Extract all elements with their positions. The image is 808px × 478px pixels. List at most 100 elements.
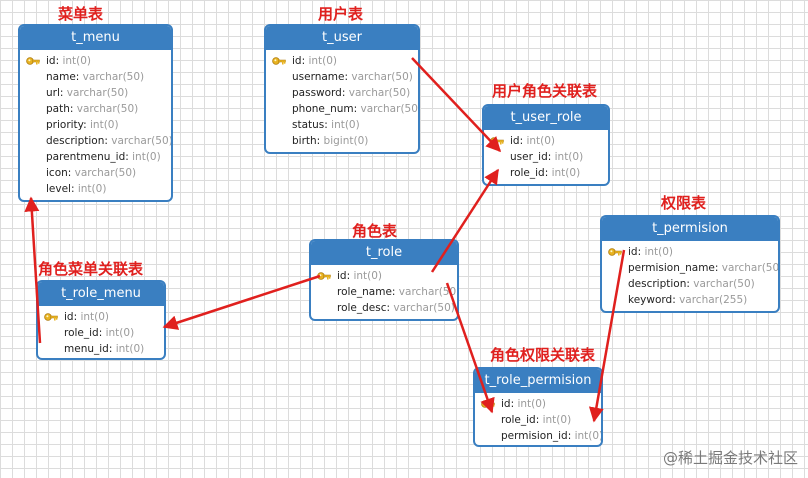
watermark: @稀土掘金技术社区 — [662, 449, 798, 467]
table-field: description: varchar(50) — [20, 133, 171, 149]
field-name: path: — [46, 103, 74, 115]
table-field: url: varchar(50) — [20, 85, 171, 101]
table-field: id: int(0) — [20, 53, 171, 69]
table-field: permision_name: varchar(50) — [602, 260, 778, 276]
field-type: varchar(50) — [63, 87, 129, 99]
field-list: id: int(0)username: varchar(50)password:… — [266, 50, 420, 152]
label-menu: 菜单表 — [58, 5, 104, 23]
field-type: varchar(50) — [71, 167, 137, 179]
label-role-menu: 角色菜单关联表 — [38, 260, 144, 278]
field-name: description: — [46, 135, 108, 147]
table-field: keyword: varchar(255) — [602, 292, 778, 308]
primary-key-icon — [481, 398, 495, 410]
table-title: t_role — [311, 241, 457, 265]
primary-key-icon — [490, 135, 504, 147]
field-name: id: — [64, 311, 78, 323]
field-type: int(0) — [350, 270, 383, 282]
field-name: icon: — [46, 167, 72, 179]
field-type: varchar(50) — [689, 278, 755, 290]
field-name: name: — [46, 71, 80, 83]
field-type: int(0) — [327, 119, 360, 131]
field-type: int(0) — [77, 311, 110, 323]
label-permision: 权限表 — [661, 194, 707, 212]
field-list: id: int(0)permision_name: varchar(50)des… — [602, 241, 778, 311]
field-type: varchar(50) — [390, 302, 455, 314]
field-name: keyword: — [628, 294, 676, 306]
primary-key-icon — [317, 270, 331, 282]
field-type: varchar(255) — [675, 294, 748, 306]
table-field: name: varchar(50) — [20, 69, 171, 85]
table-field: id: int(0) — [311, 268, 457, 284]
table-field: id: int(0) — [38, 309, 164, 325]
field-name: phone_num: — [292, 103, 358, 115]
table-title: t_role_menu — [38, 282, 164, 306]
label-user: 用户表 — [318, 5, 364, 23]
label-role: 角色表 — [352, 222, 398, 240]
table-t-role-permision: t_role_permision id: int(0)role_id: int(… — [473, 367, 603, 447]
primary-key-icon — [44, 311, 58, 323]
field-type: varchar(50) — [107, 135, 173, 147]
table-field: path: varchar(50) — [20, 101, 171, 117]
table-field: user_id: int(0) — [484, 149, 608, 165]
field-type: int(0) — [641, 246, 674, 258]
field-type: varchar(50) — [395, 286, 459, 298]
table-field: menu_id: int(0) — [38, 341, 164, 357]
table-field: role_desc: varchar(50) — [311, 300, 457, 316]
field-name: role_name: — [337, 286, 396, 298]
arrow-role-to-role-menu — [162, 274, 321, 330]
field-type: int(0) — [102, 327, 135, 339]
field-name: id: — [510, 135, 524, 147]
table-field: status: int(0) — [266, 117, 418, 133]
table-field: role_name: varchar(50) — [311, 284, 457, 300]
table-t-role: t_role id: int(0)role_name: varchar(50)r… — [309, 239, 459, 321]
field-list: id: int(0)role_name: varchar(50)role_des… — [311, 265, 457, 319]
field-name: id: — [46, 55, 60, 67]
table-field: role_id: int(0) — [484, 165, 608, 181]
field-name: priority: — [46, 119, 87, 131]
table-field: id: int(0) — [475, 396, 601, 412]
field-name: role_id: — [510, 167, 549, 179]
table-field: role_id: int(0) — [475, 412, 601, 428]
field-type: varchar(50) — [357, 103, 420, 115]
field-name: menu_id: — [64, 343, 113, 355]
table-field: parentmenu_id: int(0) — [20, 149, 171, 165]
field-name: id: — [501, 398, 515, 410]
field-name: url: — [46, 87, 64, 99]
field-type: int(0) — [128, 151, 161, 163]
field-type: varchar(50) — [345, 87, 411, 99]
field-name: role_desc: — [337, 302, 391, 314]
primary-key-icon — [608, 246, 622, 258]
label-role-permision: 角色权限关联表 — [490, 346, 596, 364]
table-t-user: t_user id: int(0)username: varchar(50)pa… — [264, 24, 420, 154]
field-name: birth: — [292, 135, 321, 147]
field-type: varchar(50) — [73, 103, 139, 115]
field-name: permision_name: — [628, 262, 719, 274]
field-type: int(0) — [571, 430, 603, 442]
field-list: id: int(0)role_id: int(0)menu_id: int(0) — [38, 306, 164, 358]
field-type: varchar(50) — [718, 262, 780, 274]
field-list: id: int(0)role_id: int(0)permision_id: i… — [475, 393, 601, 445]
table-title: t_user — [266, 26, 418, 50]
table-title: t_user_role — [484, 106, 608, 130]
table-title: t_role_permision — [475, 369, 601, 393]
field-name: parentmenu_id: — [46, 151, 129, 163]
primary-key-icon — [272, 55, 286, 67]
table-field: permision_id: int(0) — [475, 428, 601, 444]
table-title: t_menu — [20, 26, 171, 50]
table-t-permision: t_permision id: int(0)permision_name: va… — [600, 215, 780, 313]
field-type: varchar(50) — [79, 71, 145, 83]
field-type: varchar(50) — [348, 71, 413, 83]
table-field: role_id: int(0) — [38, 325, 164, 341]
table-field: description: varchar(50) — [602, 276, 778, 292]
field-name: id: — [337, 270, 351, 282]
field-name: username: — [292, 71, 349, 83]
table-t-menu: t_menu id: int(0)name: varchar(50)url: v… — [18, 24, 173, 202]
field-type: int(0) — [112, 343, 145, 355]
table-t-role-menu: t_role_menu id: int(0)role_id: int(0)men… — [36, 280, 166, 360]
field-name: user_id: — [510, 151, 552, 163]
field-name: role_id: — [501, 414, 540, 426]
field-name: description: — [628, 278, 690, 290]
table-field: username: varchar(50) — [266, 69, 418, 85]
field-name: role_id: — [64, 327, 103, 339]
table-field: id: int(0) — [484, 133, 608, 149]
